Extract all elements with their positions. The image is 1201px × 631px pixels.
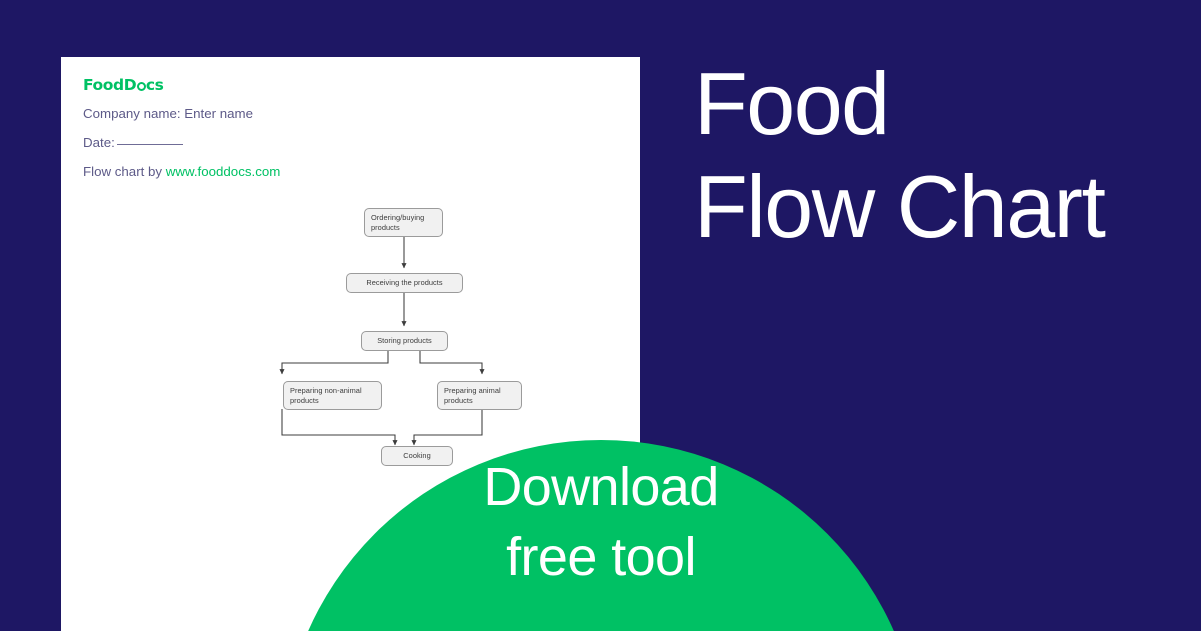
flow-node-ordering[interactable]: Ordering/buying products [364, 208, 443, 237]
badge-line-1: Download [483, 457, 719, 517]
edge-prep-nonanimal-cooking [281, 409, 398, 446]
credit-line: Flow chart by www.fooddocs.com [83, 164, 503, 179]
edge-prep-animal-cooking [411, 409, 483, 446]
credit-prefix: Flow chart by [83, 163, 166, 179]
food-flow-chart: Ordering/buying products Receiving the p… [61, 57, 640, 631]
logo-letter-d: D [123, 76, 137, 94]
logo-text-before: Food [83, 76, 124, 94]
headline-line-1: Food [694, 54, 890, 153]
flow-node-preparing-non-animal[interactable]: Preparing non-animal products [283, 381, 382, 410]
date-line: Date: [83, 135, 503, 150]
edge-storing-prep-nonanimal [279, 351, 389, 375]
date-blank-rule [116, 144, 183, 146]
download-badge-text[interactable]: Download free tool [281, 452, 921, 592]
edge-storing-prep-animal [419, 351, 485, 375]
flow-node-storing[interactable]: Storing products [361, 331, 448, 351]
headline-line-2: Flow Chart [694, 157, 1106, 256]
fooddocs-url-link[interactable]: www.fooddocs.com [165, 163, 281, 179]
logo-text-after: cs [145, 76, 164, 94]
flowchart-connectors [279, 233, 485, 446]
page-title: Food Flow Chart [694, 52, 1106, 258]
logo-circle-o-icon [136, 82, 146, 91]
flow-node-receiving[interactable]: Receiving the products [346, 273, 463, 293]
badge-line-2: free tool [506, 527, 696, 587]
date-label: Date: [83, 135, 115, 151]
flow-node-cooking[interactable]: Cooking [381, 446, 453, 466]
company-name-line: Company name: Enter name [83, 106, 253, 122]
flow-node-preparing-animal[interactable]: Preparing animal products [437, 381, 522, 410]
